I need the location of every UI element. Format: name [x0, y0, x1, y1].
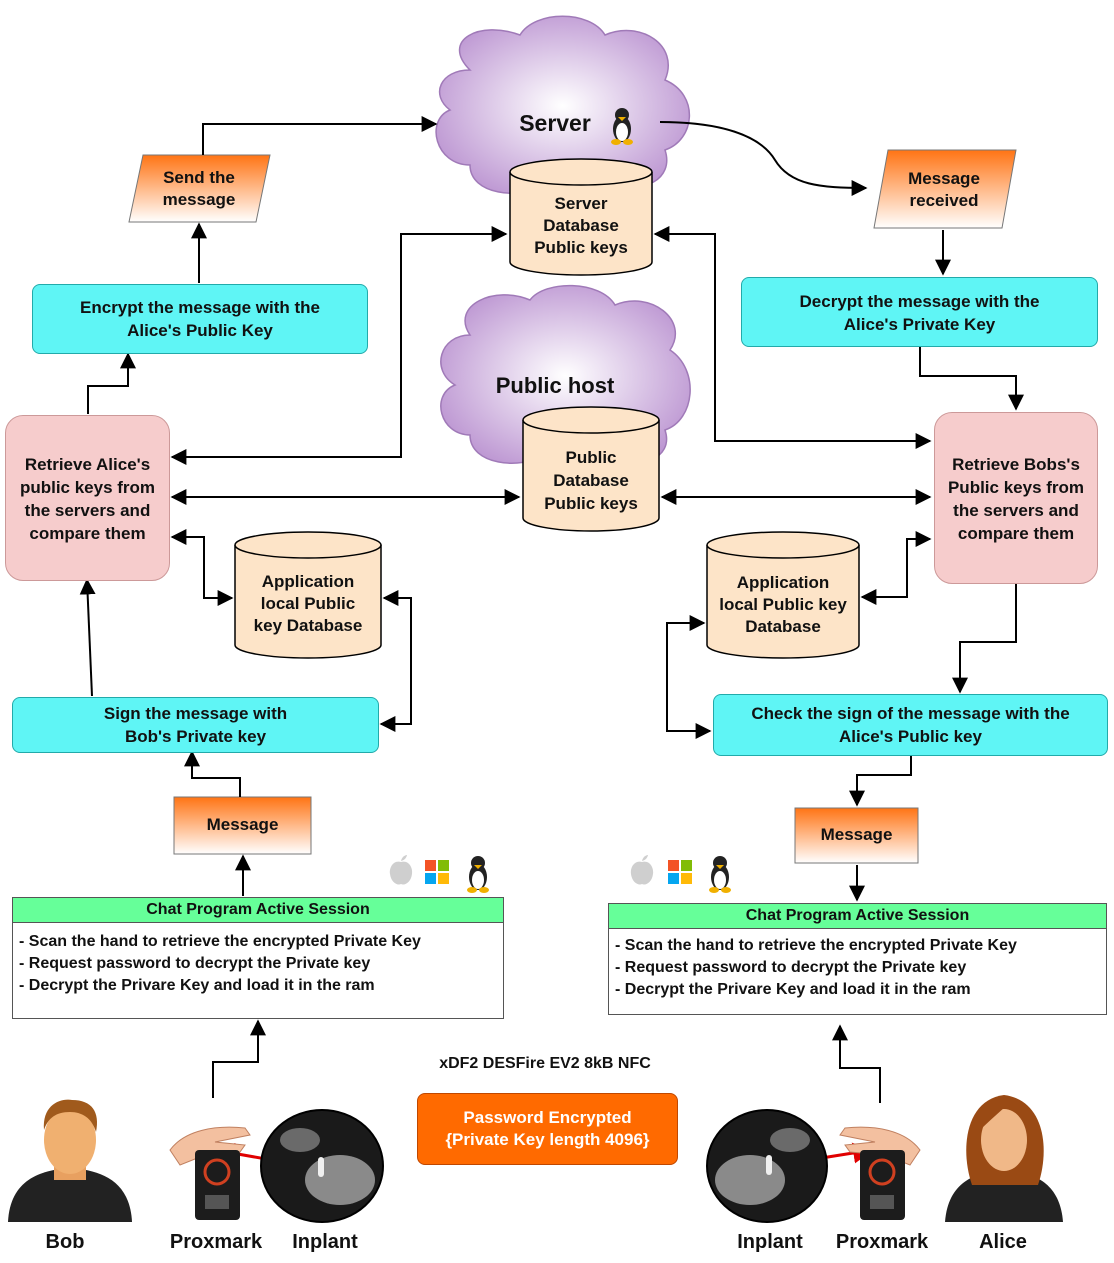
password-encrypted-box: Password Encrypted {Private Key length 4…: [417, 1093, 678, 1165]
apple-icon: [630, 855, 654, 885]
right-session-line-2: - Request password to decrypt the Privat…: [615, 959, 967, 976]
right-session-title: Chat Program Active Session: [609, 904, 1106, 929]
send-message-label: Send the message: [162, 168, 236, 209]
retrieve-alice-label: Retrieve Alice's public keys from the se…: [19, 455, 156, 543]
right-session-line-3: - Decrypt the Privare Key and load it in…: [615, 981, 971, 998]
public-db-label: Public Database Public keys: [544, 448, 638, 513]
left-local-db-cylinder: [234, 531, 382, 659]
alice-label: Alice: [979, 1231, 1027, 1253]
server-db-cylinder: [509, 158, 653, 276]
retrieve-bob-label: Retrieve Bobs's Public keys from the ser…: [947, 455, 1085, 543]
decrypt-label: Decrypt the message with the Alice's Pri…: [799, 292, 1040, 334]
decrypt-box: Decrypt the message with the Alice's Pri…: [741, 277, 1098, 347]
encrypt-box: Encrypt the message with the Alice's Pub…: [32, 284, 368, 354]
left-session-line-1: - Scan the hand to retrieve the encrypte…: [19, 933, 421, 950]
windows-icon: [425, 860, 449, 884]
bob-label: Bob: [45, 1231, 85, 1253]
left-message-shape: [173, 796, 312, 855]
windows-icon: [668, 860, 692, 884]
left-implant-xray: [260, 1109, 384, 1223]
right-proxmark-device: [839, 1126, 921, 1220]
right-message-shape: [794, 807, 919, 864]
left-session-line-3: - Decrypt the Privare Key and load it in…: [19, 977, 375, 994]
left-proxmark-device: [169, 1126, 251, 1220]
password-encrypted-label: Password Encrypted {Private Key length 4…: [445, 1108, 650, 1149]
left-local-db-label: Application local Public key Database: [253, 572, 363, 635]
check-sign-label: Check the sign of the message with the A…: [751, 704, 1070, 746]
linux-penguin-icon: [709, 856, 731, 893]
left-implant-label: Inplant: [292, 1231, 358, 1253]
right-local-db-cylinder: [706, 531, 860, 659]
right-chat-session-panel: Chat Program Active Session - Scan the h…: [608, 903, 1107, 1015]
right-os-icons: [630, 855, 731, 893]
left-session-title: Chat Program Active Session: [13, 898, 503, 923]
server-cloud: [435, 15, 691, 197]
left-proxmark-label: Proxmark: [169, 1231, 263, 1253]
nfc-label: xDF2 DESFire EV2 8kB NFC: [439, 1055, 651, 1072]
retrieve-bob-box: Retrieve Bobs's Public keys from the ser…: [934, 412, 1098, 584]
public-db-cylinder: [522, 406, 660, 532]
connectors: [79, 116, 1024, 1103]
right-proxmark-label: Proxmark: [835, 1231, 929, 1253]
left-message-label: Message: [206, 815, 279, 834]
right-session-line-1: - Scan the hand to retrieve the encrypte…: [615, 937, 1017, 954]
left-chat-session-panel: Chat Program Active Session - Scan the h…: [12, 897, 504, 1019]
right-local-db-label: Application local Public key Database: [719, 573, 847, 636]
server-linux-icon: [611, 108, 633, 145]
sign-label: Sign the message with Bob's Private key: [103, 704, 288, 746]
server-db-label: Server Database Public keys: [534, 194, 628, 257]
message-received-shape: [873, 149, 1017, 229]
public-host-label: Public host: [495, 373, 615, 398]
bob-avatar: [8, 1099, 132, 1222]
check-sign-box: Check the sign of the message with the A…: [713, 694, 1108, 756]
linux-penguin-icon: [467, 856, 489, 893]
encrypt-label: Encrypt the message with the Alice's Pub…: [80, 298, 320, 340]
alice-avatar: [945, 1095, 1063, 1222]
send-message-shape: [128, 154, 271, 223]
apple-icon: [389, 855, 413, 885]
right-message-label: Message: [820, 825, 893, 844]
left-os-icons: [389, 855, 489, 893]
sign-box: Sign the message with Bob's Private key: [12, 697, 379, 753]
right-implant-xray: [706, 1109, 828, 1223]
left-session-line-2: - Request password to decrypt the Privat…: [19, 955, 371, 972]
retrieve-alice-box: Retrieve Alice's public keys from the se…: [5, 415, 170, 581]
message-received-label: Message received: [908, 169, 980, 210]
right-implant-label: Inplant: [737, 1231, 803, 1253]
server-label: Server: [519, 110, 591, 136]
